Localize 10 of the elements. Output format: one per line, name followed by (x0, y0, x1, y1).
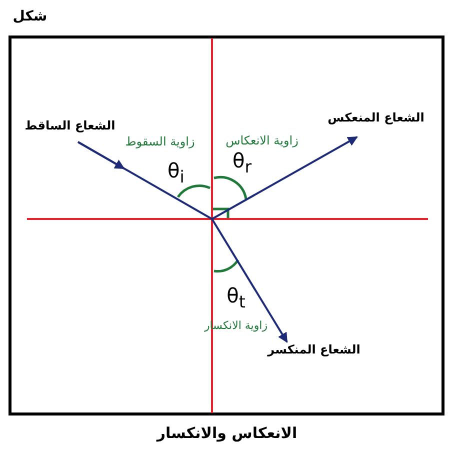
ray-label: الشعاع الساقط (24, 119, 116, 133)
ray-label: الشعاع المنكسر (268, 343, 360, 357)
angle-label: زاوية السقوط (125, 135, 195, 149)
angle-symbol: θ$_{r}$ (232, 149, 252, 177)
ray-label: الشعاع المنعكس (328, 111, 424, 125)
caption: الانعكاس والانكسار (156, 424, 298, 442)
angle-symbol: θ$_{t}$ (226, 284, 246, 312)
angle-label: زاوية الانعكاس (226, 134, 298, 148)
title: شكل (12, 9, 48, 25)
angle-symbol: θ$_{i}$ (168, 159, 184, 187)
